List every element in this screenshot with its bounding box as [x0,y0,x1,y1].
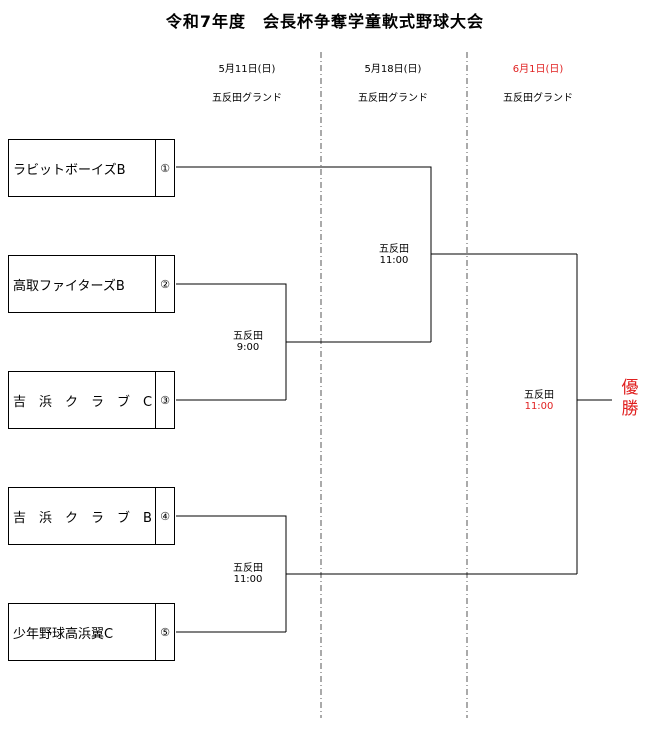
team-name-5: 少年野球高浜翼C [13,626,114,642]
match-b-time: 11:00 [233,574,263,585]
round-dividers [320,52,468,718]
round2-date: 5月18日(日) [364,64,422,75]
page-title: 令和7年度 会長杯争奪学童軟式野球大会 [165,12,485,31]
connector-team4 [176,515,287,632]
bracket-connectors [176,166,612,633]
champion-label: 優 勝 [617,378,643,420]
final-time: 11:00 [524,401,554,412]
team-box-1: ラビットボーイズB ① [8,139,175,197]
team-name-3: 吉 浜 ク ラ ブ C [13,394,153,410]
team-name-2: 高取ファイターズB [13,278,125,294]
match-b-venue: 五反田 [233,563,263,574]
team-box-4: 吉 浜 ク ラ ブ B ④ [8,487,175,545]
final-venue: 五反田 [524,390,554,401]
team-box-5: 少年野球高浜翼C ⑤ [8,603,175,661]
match-b-label: 五反田 11:00 [218,563,278,585]
team-box-3: 吉 浜 ク ラ ブ C ③ [8,371,175,429]
team-seed-3: ③ [155,372,174,428]
semifinal-time: 11:00 [379,255,409,266]
round3-venue: 五反田グランド [503,93,573,104]
connector-team2 [176,283,287,400]
final-label: 五反田 11:00 [509,390,569,412]
team-seed-1: ① [155,140,174,196]
champion-char-2: 勝 [621,399,639,419]
round3-date: 6月1日(日) [512,64,564,75]
team-seed-5: ⑤ [155,604,174,660]
round1-date: 5月11日(日) [218,64,276,75]
connector-team1 [176,166,432,342]
match-a-time: 9:00 [236,342,260,353]
team-box-2: 高取ファイターズB ② [8,255,175,313]
semifinal-venue: 五反田 [379,244,409,255]
match-a-label: 五反田 9:00 [218,331,278,353]
semifinal-label: 五反田 11:00 [364,244,424,266]
round1-venue: 五反田グランド [212,93,282,104]
round2-venue: 五反田グランド [358,93,428,104]
team-name-1: ラビットボーイズB [13,162,126,178]
team-name-4: 吉 浜 ク ラ ブ B [13,510,152,526]
team-seed-4: ④ [155,488,174,544]
champion-char-1: 優 [621,378,639,398]
team-seed-2: ② [155,256,174,312]
match-a-venue: 五反田 [233,331,263,342]
